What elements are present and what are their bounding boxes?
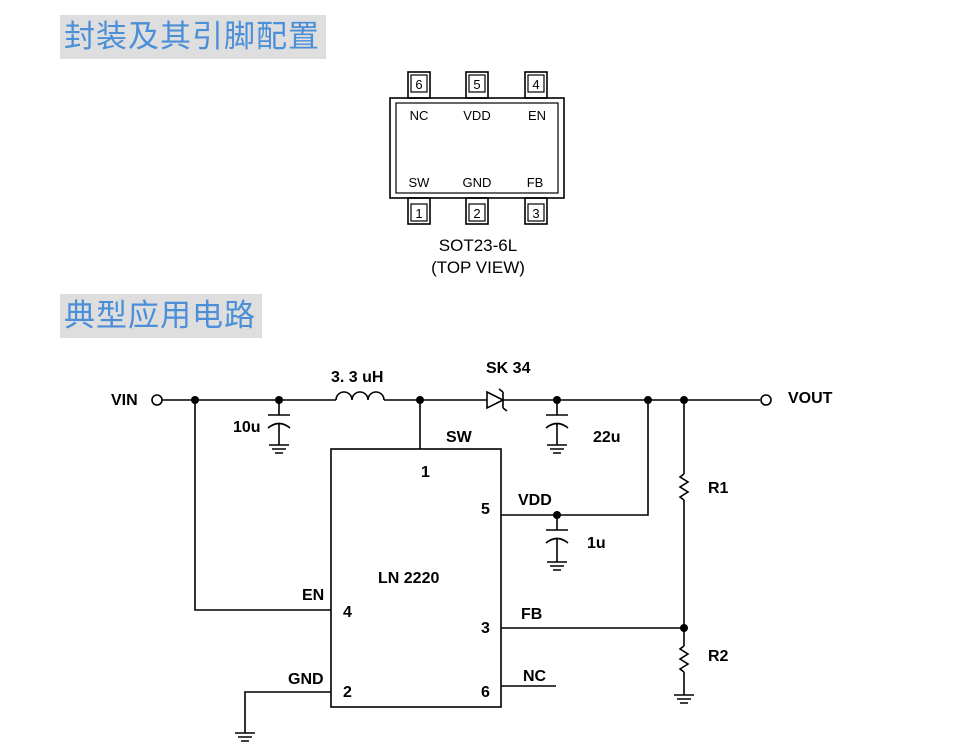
label-ic-name: LN 2220 <box>378 570 439 587</box>
svg-text:5: 5 <box>473 77 480 92</box>
wire-en <box>194 400 331 611</box>
package-pin-name-vdd: VDD <box>463 108 490 123</box>
pin-num-en: 4 <box>343 604 352 621</box>
svg-text:2: 2 <box>473 206 480 221</box>
label-fb: FB <box>521 606 542 623</box>
svg-text:6: 6 <box>415 77 422 92</box>
resistor-r2-symbol <box>678 645 690 673</box>
wire-vdd <box>501 400 649 516</box>
output-capacitor-symbol <box>545 400 569 454</box>
label-c-out: 22u <box>593 429 621 446</box>
input-capacitor-symbol <box>267 400 291 454</box>
package-pin-name-gnd: GND <box>463 175 492 190</box>
label-nc: NC <box>523 668 547 685</box>
label-inductor: 3. 3 uH <box>331 369 383 386</box>
label-c-vdd: 1u <box>587 535 606 552</box>
label-r2: R2 <box>708 648 729 665</box>
section-heading-package: 封装及其引脚配置 <box>60 15 326 59</box>
svg-text:3: 3 <box>532 206 539 221</box>
label-vdd: VDD <box>518 492 552 509</box>
label-en: EN <box>302 587 324 604</box>
label-vout: VOUT <box>788 390 833 407</box>
package-pin-name-fb: FB <box>527 175 544 190</box>
package-pin-2: 2 <box>465 197 489 225</box>
vout-terminal <box>760 394 772 406</box>
pin-num-nc: 6 <box>481 684 490 701</box>
package-pin-name-nc: NC <box>410 108 429 123</box>
label-sw: SW <box>446 429 473 446</box>
ic-body <box>330 448 502 708</box>
pin-num-sw: 1 <box>421 464 430 481</box>
pin-num-fb: 3 <box>481 620 490 637</box>
svg-text:4: 4 <box>532 77 539 92</box>
package-pin-4: 4 <box>524 71 548 99</box>
package-pin-3: 3 <box>524 197 548 225</box>
resistor-r1-symbol <box>678 473 690 501</box>
package-view: (TOP VIEW) <box>431 258 525 277</box>
label-diode: SK 34 <box>486 360 531 377</box>
vdd-capacitor-symbol <box>545 515 569 571</box>
package-pin-5: 5 <box>465 71 489 99</box>
inductor-symbol <box>335 391 385 401</box>
label-vin: VIN <box>111 392 138 409</box>
label-gnd: GND <box>288 671 324 688</box>
svg-text:1: 1 <box>415 206 422 221</box>
section-heading-circuit: 典型应用电路 <box>60 294 262 338</box>
label-c-in: 10u <box>233 419 261 436</box>
package-pin-name-en: EN <box>528 108 546 123</box>
package-name: SOT23-6L <box>439 236 517 255</box>
wire-gnd <box>244 691 331 733</box>
ground-symbol-ic <box>235 732 255 742</box>
pin-num-vdd: 5 <box>481 501 490 518</box>
label-r1: R1 <box>708 480 729 497</box>
package-pin-name-sw: SW <box>409 175 431 190</box>
package-body-inner <box>395 102 559 194</box>
pin-num-gnd: 2 <box>343 684 352 701</box>
vin-terminal <box>151 394 163 406</box>
package-pin-1: 1 <box>407 197 431 225</box>
package-pin-6: 6 <box>407 71 431 99</box>
ground-symbol-r2 <box>674 694 694 704</box>
